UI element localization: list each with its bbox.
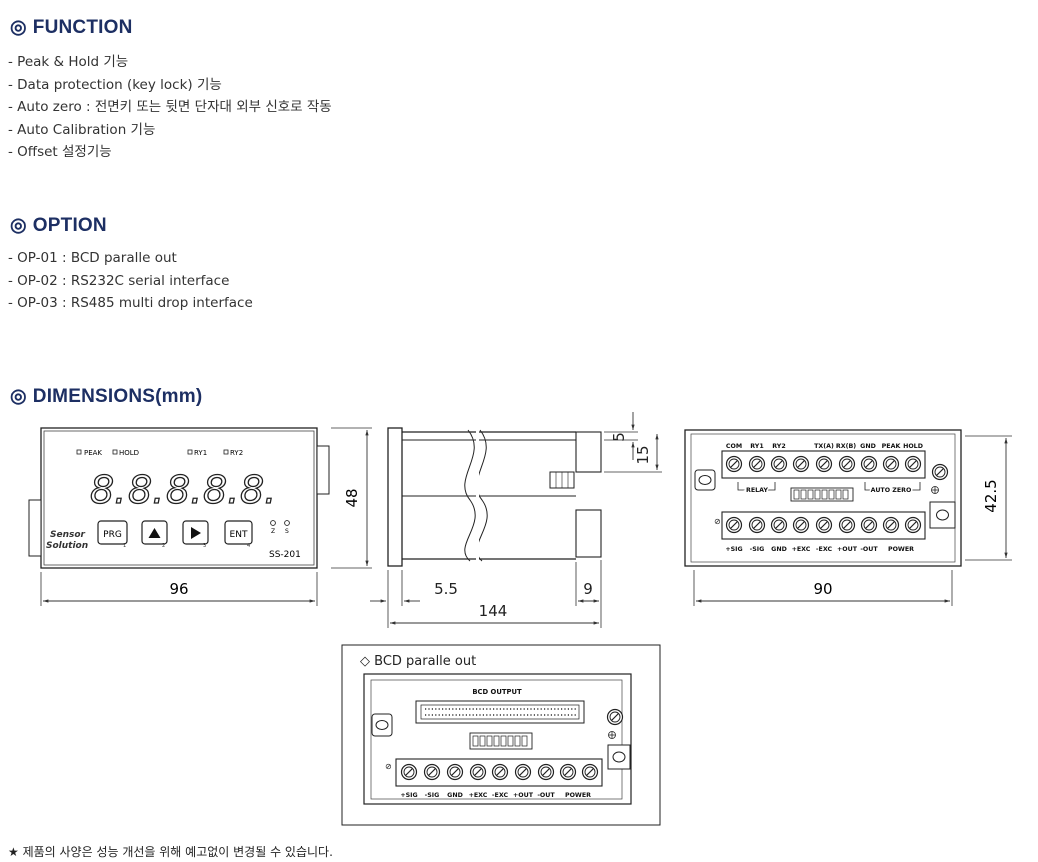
digit: 8. bbox=[240, 468, 276, 512]
svg-text:Z: Z bbox=[271, 528, 275, 535]
svg-text:1: 1 bbox=[123, 543, 126, 549]
function-item: - Data protection (key lock) 기능 bbox=[8, 76, 222, 93]
rear-view: ⊘ COM RY1 RY2 TX(A) RX(B) GND PEAK HOLD … bbox=[684, 429, 1012, 606]
led-label: RY2 bbox=[230, 449, 243, 457]
svg-text:-SIG: -SIG bbox=[750, 546, 765, 553]
rear-bottom-labels: +SIG -SIG GND +EXC -EXC +OUT -OUT POWER bbox=[725, 546, 914, 553]
svg-text:⊘: ⊘ bbox=[385, 762, 392, 771]
dim-rear-width: 90 bbox=[813, 580, 832, 598]
bcd-connector-label: BCD OUTPUT bbox=[472, 688, 522, 696]
svg-text:+EXC: +EXC bbox=[469, 792, 488, 799]
dim-side-5-5: 5.5 bbox=[434, 580, 458, 598]
svg-text:⊘: ⊘ bbox=[714, 517, 721, 526]
side-view-dim-labels: 5 15 5.5 9 144 bbox=[434, 432, 652, 620]
digit: 8. bbox=[128, 468, 164, 512]
function-item: - Auto Calibration 기능 bbox=[8, 121, 156, 138]
option-heading: ◎OPTION bbox=[10, 214, 107, 237]
model-label: SS-201 bbox=[269, 550, 301, 560]
prg-key[interactable] bbox=[97, 520, 128, 545]
footnote: ★ 제품의 사양은 성능 개선을 위해 예고없이 변경될 수 있습니다. bbox=[8, 845, 333, 859]
digit: 8. bbox=[166, 468, 202, 512]
svg-text:3: 3 bbox=[203, 543, 206, 549]
dimensions-heading: ◎DIMENSIONS(mm) bbox=[10, 385, 202, 408]
svg-text:4: 4 bbox=[247, 543, 250, 549]
svg-text:GND: GND bbox=[447, 792, 463, 799]
svg-text:2: 2 bbox=[162, 543, 165, 549]
svg-text:-EXC: -EXC bbox=[492, 792, 509, 799]
rear-top-screws bbox=[725, 455, 922, 473]
svg-text:-OUT: -OUT bbox=[537, 792, 555, 799]
led-label: HOLD bbox=[119, 449, 139, 457]
bcd-screws bbox=[400, 763, 599, 781]
function-list: - Peak & Hold 기능 - Data protection (key … bbox=[8, 51, 332, 164]
dimensions-title: DIMENSIONS(mm) bbox=[32, 386, 203, 407]
svg-text:RY1: RY1 bbox=[750, 443, 763, 450]
svg-text:+SIG: +SIG bbox=[400, 792, 417, 799]
right-arrow-icon bbox=[191, 527, 201, 539]
svg-text:Solution: Solution bbox=[46, 541, 88, 551]
group-auto-zero: AUTO ZERO bbox=[871, 487, 912, 494]
digit: 8. bbox=[90, 468, 126, 512]
svg-text:-EXC: -EXC bbox=[816, 546, 833, 553]
svg-text:TX(A): TX(A) bbox=[814, 443, 834, 450]
front-view: PEAK HOLD RY1 RY2 8. 8. 8. 8. 8. Sensor … bbox=[28, 427, 372, 606]
function-item: - Peak & Hold 기능 bbox=[8, 54, 129, 70]
bcd-view: ◇ BCD paralle out ⊘ BCD OUTPUT bbox=[341, 644, 661, 826]
bcd-title: ◇ BCD paralle out bbox=[360, 654, 476, 669]
svg-text:+OUT: +OUT bbox=[513, 792, 534, 799]
svg-text:Sensor: Sensor bbox=[50, 530, 86, 540]
option-list: - OP-01 : BCD paralle out - OP-02 : RS23… bbox=[8, 247, 253, 315]
option-item: - OP-01 : BCD paralle out bbox=[8, 250, 177, 266]
key-label: ENT bbox=[230, 530, 248, 540]
svg-text:RY2: RY2 bbox=[772, 443, 785, 450]
option-item: - OP-02 : RS232C serial interface bbox=[8, 272, 230, 289]
seven-segment-display: 8. 8. 8. 8. 8. bbox=[89, 467, 277, 512]
svg-text:GND: GND bbox=[860, 443, 876, 450]
svg-text:HOLD: HOLD bbox=[903, 443, 923, 450]
rear-top-labels: COM RY1 RY2 TX(A) RX(B) GND PEAK HOLD bbox=[726, 443, 923, 450]
dim-side-15: 15 bbox=[634, 445, 652, 464]
side-view bbox=[370, 412, 662, 628]
led-label: PEAK bbox=[84, 449, 102, 457]
option-item: - OP-03 : RS485 multi drop interface bbox=[8, 295, 253, 311]
sensor-solution-logo: Sensor Solution bbox=[46, 530, 88, 551]
function-item: - Offset 설정기능 bbox=[8, 144, 112, 160]
double-circle-icon: ◎ bbox=[10, 215, 27, 236]
svg-text:RX(B): RX(B) bbox=[836, 443, 856, 450]
dim-side-144: 144 bbox=[479, 602, 508, 620]
bcd-bottom-labels: +SIG -SIG GND +EXC -EXC +OUT -OUT POWER bbox=[400, 792, 591, 799]
double-circle-icon: ◎ bbox=[10, 17, 27, 38]
svg-text:COM: COM bbox=[726, 443, 742, 450]
svg-text:-OUT: -OUT bbox=[860, 546, 878, 553]
svg-text:POWER: POWER bbox=[888, 546, 914, 553]
dim-front-width: 96 bbox=[169, 580, 188, 598]
svg-text:+EXC: +EXC bbox=[792, 546, 811, 553]
function-item: - Auto zero : 전면키 또는 뒷면 단자대 외부 신호로 작동 bbox=[8, 99, 332, 115]
svg-text:+SIG: +SIG bbox=[725, 546, 742, 553]
front-keys: PRG ENT 1 2 3 4 Z S bbox=[97, 520, 290, 549]
svg-text:PEAK: PEAK bbox=[882, 443, 902, 450]
svg-text:+OUT: +OUT bbox=[837, 546, 858, 553]
ent-key[interactable] bbox=[224, 520, 253, 545]
rear-bottom-screws bbox=[725, 516, 922, 534]
svg-text:-SIG: -SIG bbox=[425, 792, 440, 799]
svg-text:POWER: POWER bbox=[565, 792, 591, 799]
svg-text:GND: GND bbox=[771, 546, 787, 553]
double-circle-icon: ◎ bbox=[10, 386, 27, 407]
dim-rear-height: 42.5 bbox=[982, 479, 1000, 512]
svg-text:S: S bbox=[285, 528, 289, 535]
up-arrow-icon bbox=[148, 528, 161, 538]
dim-side-5: 5 bbox=[610, 432, 628, 442]
led-indicators: PEAK HOLD RY1 RY2 bbox=[76, 449, 243, 457]
dim-side-9: 9 bbox=[583, 580, 593, 598]
key-label: PRG bbox=[103, 530, 122, 540]
led-label: RY1 bbox=[194, 449, 207, 457]
dim-front-height: 48 bbox=[343, 488, 361, 507]
group-relay: RELAY bbox=[746, 487, 768, 494]
option-title: OPTION bbox=[32, 215, 107, 236]
function-title: FUNCTION bbox=[32, 17, 133, 38]
digit: 8. bbox=[203, 468, 239, 512]
function-heading: ◎FUNCTION bbox=[10, 16, 133, 39]
